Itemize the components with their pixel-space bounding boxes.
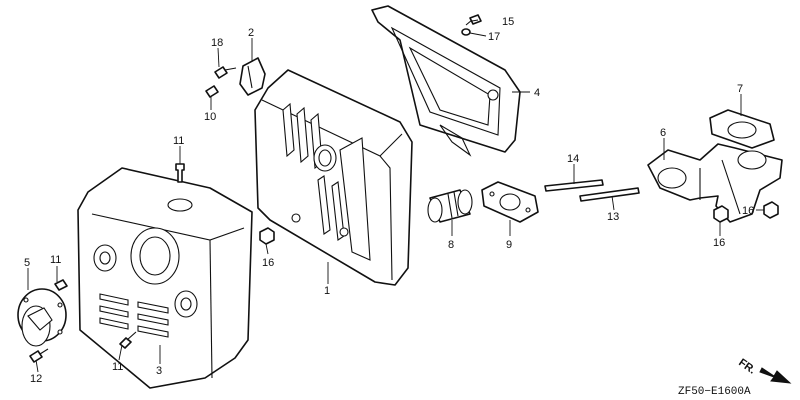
bolt-part-18 [214, 66, 237, 79]
stud-bolt-part-13 [579, 187, 640, 202]
callout-16c: 16 [742, 205, 754, 217]
bracket-part [239, 57, 266, 96]
muffler-protector-part [371, 5, 521, 157]
exhaust-pipe-part [647, 143, 783, 223]
screw-part-12 [29, 348, 49, 363]
bolt-part-11b [54, 279, 68, 291]
callout-8: 8 [448, 239, 454, 251]
callout-12: 12 [30, 373, 42, 385]
callout-14: 14 [567, 153, 579, 165]
muffler-cover-part [77, 167, 253, 389]
nut-part-16a [259, 227, 275, 245]
callout-11c: 11 [112, 361, 123, 373]
muffler-body-part [254, 69, 413, 286]
bolt-part-10 [205, 85, 219, 98]
bolt-part-11a [175, 163, 185, 183]
callout-11b: 11 [50, 254, 61, 266]
callout-17: 17 [488, 31, 500, 43]
front-direction-marker: FR. [736, 357, 792, 384]
muffler-screen-part [427, 189, 473, 223]
callout-6: 6 [660, 127, 666, 139]
front-arrow-icon [759, 367, 792, 384]
exhaust-gasket-part [709, 109, 775, 149]
callout-11a: 11 [173, 135, 184, 147]
callout-13: 13 [607, 211, 619, 223]
callout-5: 5 [24, 257, 30, 269]
exhaust-cap-part [17, 288, 67, 347]
callout-9: 9 [506, 239, 512, 251]
bolt-part-15 [465, 14, 482, 26]
callout-16a: 16 [262, 257, 274, 269]
callout-2: 2 [248, 27, 254, 39]
callout-15: 15 [502, 16, 514, 28]
drawing-code: ZF50−E1600A [678, 386, 751, 398]
stud-bolt-part-14 [544, 179, 604, 192]
callout-18: 18 [211, 37, 223, 49]
callout-10: 10 [204, 111, 216, 123]
callout-4: 4 [534, 87, 540, 99]
callout-7: 7 [737, 83, 743, 95]
callout-1: 1 [324, 285, 330, 297]
callout-16b: 16 [713, 237, 725, 249]
callout-3: 3 [156, 365, 162, 377]
bolt-part-11c [119, 331, 137, 349]
front-direction-label: FR. [736, 357, 757, 377]
nut-part-16c [763, 201, 779, 219]
nut-part-16b [713, 205, 729, 223]
leader-lines [27, 19, 764, 373]
washer-part-17 [461, 28, 471, 36]
muffler-gasket-part [481, 181, 539, 223]
